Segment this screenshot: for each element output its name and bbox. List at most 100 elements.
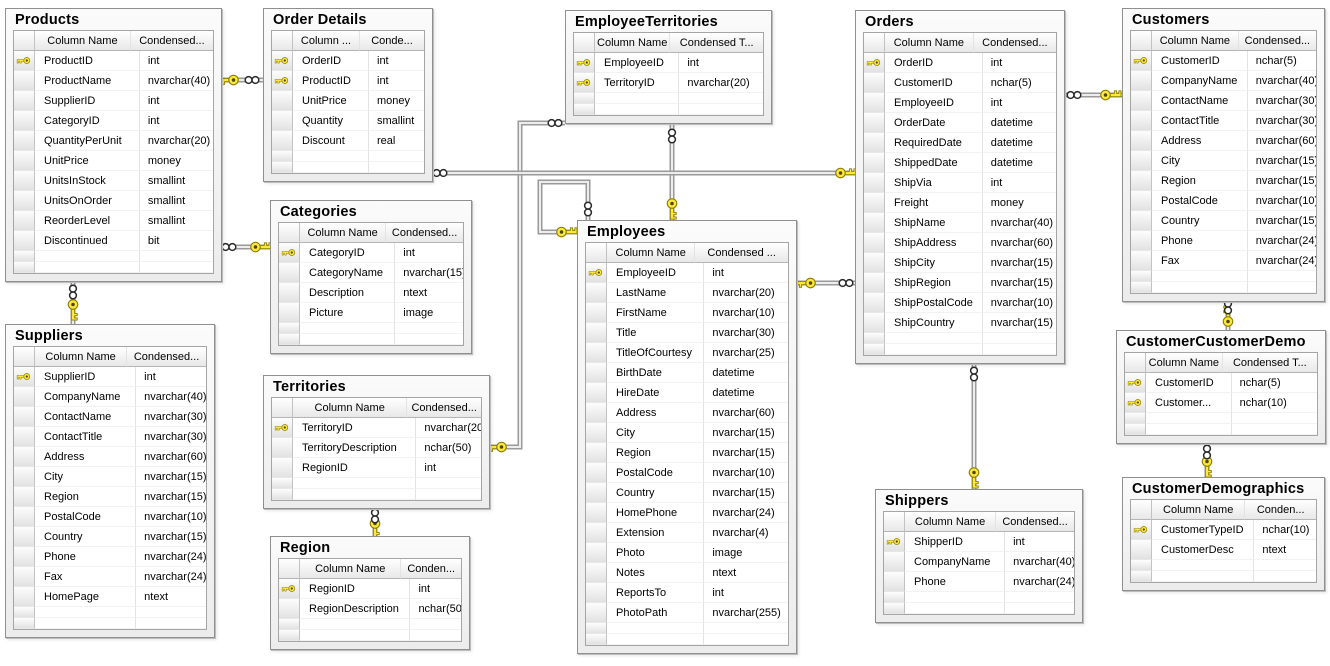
row-selector[interactable]	[586, 383, 607, 403]
row-selector[interactable]	[1131, 520, 1152, 540]
row-selector[interactable]	[586, 363, 607, 383]
row-selector[interactable]	[279, 243, 300, 263]
row-selector[interactable]	[864, 293, 885, 313]
row-selector[interactable]	[864, 193, 885, 213]
row-selector[interactable]	[272, 131, 293, 151]
row-selector[interactable]	[586, 343, 607, 363]
row-selector[interactable]	[14, 231, 35, 251]
row-selector[interactable]	[14, 171, 35, 191]
row-selector[interactable]	[1131, 151, 1152, 171]
row-selector[interactable]	[279, 263, 300, 283]
row-selector[interactable]	[864, 253, 885, 273]
row-selector[interactable]	[14, 547, 35, 567]
row-selector[interactable]	[864, 273, 885, 293]
row-selector[interactable]	[14, 407, 35, 427]
row-selector[interactable]	[586, 323, 607, 343]
table-row[interactable]: Customer...nchar(10)	[1125, 393, 1317, 413]
row-selector[interactable]	[586, 443, 607, 463]
row-selector[interactable]	[864, 113, 885, 133]
row-selector[interactable]	[279, 579, 300, 599]
row-selector[interactable]	[574, 73, 595, 93]
row-selector[interactable]	[864, 313, 885, 333]
row-selector[interactable]	[586, 543, 607, 563]
row-selector[interactable]	[864, 93, 885, 113]
row-selector[interactable]	[272, 51, 293, 71]
row-selector[interactable]	[14, 367, 35, 387]
row-selector[interactable]	[14, 151, 35, 171]
relationship-line-employees-employees[interactable]	[537, 179, 591, 235]
row-selector[interactable]	[1131, 251, 1152, 271]
row-selector[interactable]	[586, 483, 607, 503]
row-selector[interactable]	[864, 233, 885, 253]
row-selector[interactable]	[272, 71, 293, 91]
row-selector[interactable]	[279, 283, 300, 303]
row-selector[interactable]	[14, 447, 35, 467]
row-selector[interactable]	[1131, 191, 1152, 211]
row-selector[interactable]	[14, 191, 35, 211]
row-selector[interactable]	[14, 387, 35, 407]
row-selector[interactable]	[1131, 211, 1152, 231]
row-selector[interactable]	[272, 438, 293, 458]
row-selector[interactable]	[864, 213, 885, 233]
row-selector[interactable]	[14, 507, 35, 527]
row-selector[interactable]	[1131, 231, 1152, 251]
row-selector[interactable]	[1131, 131, 1152, 151]
row-selector[interactable]	[586, 603, 607, 623]
row-selector[interactable]	[14, 111, 35, 131]
row-selector[interactable]	[586, 583, 607, 603]
row-selector[interactable]	[272, 458, 293, 478]
row-selector[interactable]	[1131, 51, 1152, 71]
row-selector[interactable]	[1131, 71, 1152, 91]
row-selector[interactable]	[1125, 393, 1146, 413]
